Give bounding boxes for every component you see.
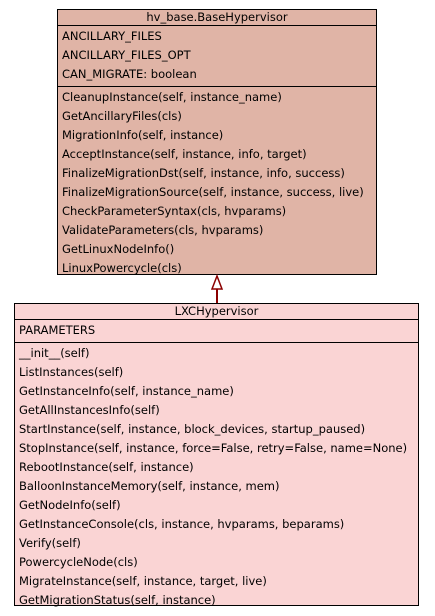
class-method: ListInstances(self) — [19, 365, 124, 379]
class-method: PowercycleNode(cls) — [19, 555, 138, 569]
class-method: FinalizeMigrationDst(self, instance, inf… — [62, 166, 345, 180]
class-method: GetInstanceConsole(cls, instance, hvpara… — [19, 517, 345, 531]
class-method: __init__(self) — [19, 346, 90, 360]
class-method: MigrationInfo(self, instance) — [62, 128, 224, 142]
class-attribute: ANCILLARY_FILES — [62, 29, 162, 43]
lxc-hypervisor-class-box: LXCHypervisor PARAMETERS __init__(self) L… — [14, 303, 419, 607]
class-method: Verify(self) — [19, 536, 81, 550]
class-method: AcceptInstance(self, instance, info, tar… — [62, 147, 307, 161]
class-attribute: ANCILLARY_FILES_OPT — [62, 48, 191, 62]
class-method: GetInstanceInfo(self, instance_name) — [19, 384, 234, 398]
class-method: CleanupInstance(self, instance_name) — [62, 90, 282, 104]
class-method: LinuxPowercycle(cls) — [62, 261, 182, 275]
class-method: BalloonInstanceMemory(self, instance, me… — [19, 479, 280, 493]
class-method: StopInstance(self, instance, force=False… — [19, 441, 408, 455]
class-method: GetAncillaryFiles(cls) — [62, 109, 182, 123]
lxc-hypervisor-methods: __init__(self) ListInstances(self) GetInst… — [15, 343, 418, 612]
class-method: GetMigrationStatus(self, instance) — [19, 593, 216, 607]
class-method: GetAllInstancesInfo(self) — [19, 403, 160, 417]
class-method: GetLinuxNodeInfo() — [62, 242, 175, 256]
class-method: FinalizeMigrationSource(self, instance, … — [62, 185, 364, 199]
class-attribute: CAN_MIGRATE: boolean — [62, 67, 197, 81]
class-method: ValidateParameters(cls, hvparams) — [62, 223, 264, 237]
base-hypervisor-class-title: hv_base.BaseHypervisor — [58, 10, 376, 26]
class-attribute: PARAMETERS — [19, 323, 96, 337]
lxc-hypervisor-class-title: LXCHypervisor — [15, 304, 418, 320]
class-method: StartInstance(self, instance, block_devi… — [19, 422, 366, 436]
lxc-hypervisor-attributes: PARAMETERS — [15, 320, 418, 343]
class-method: MigrateInstance(self, instance, target, … — [19, 574, 267, 588]
base-hypervisor-attributes: ANCILLARY_FILES ANCILLARY_FILES_OPT CAN_MI… — [58, 26, 376, 87]
base-hypervisor-methods: CleanupInstance(self, instance_name) GetA… — [58, 87, 376, 280]
class-method: CheckParameterSyntax(cls, hvparams) — [62, 204, 287, 218]
class-method: RebootInstance(self, instance) — [19, 460, 194, 474]
class-method: GetNodeInfo(self) — [19, 498, 121, 512]
